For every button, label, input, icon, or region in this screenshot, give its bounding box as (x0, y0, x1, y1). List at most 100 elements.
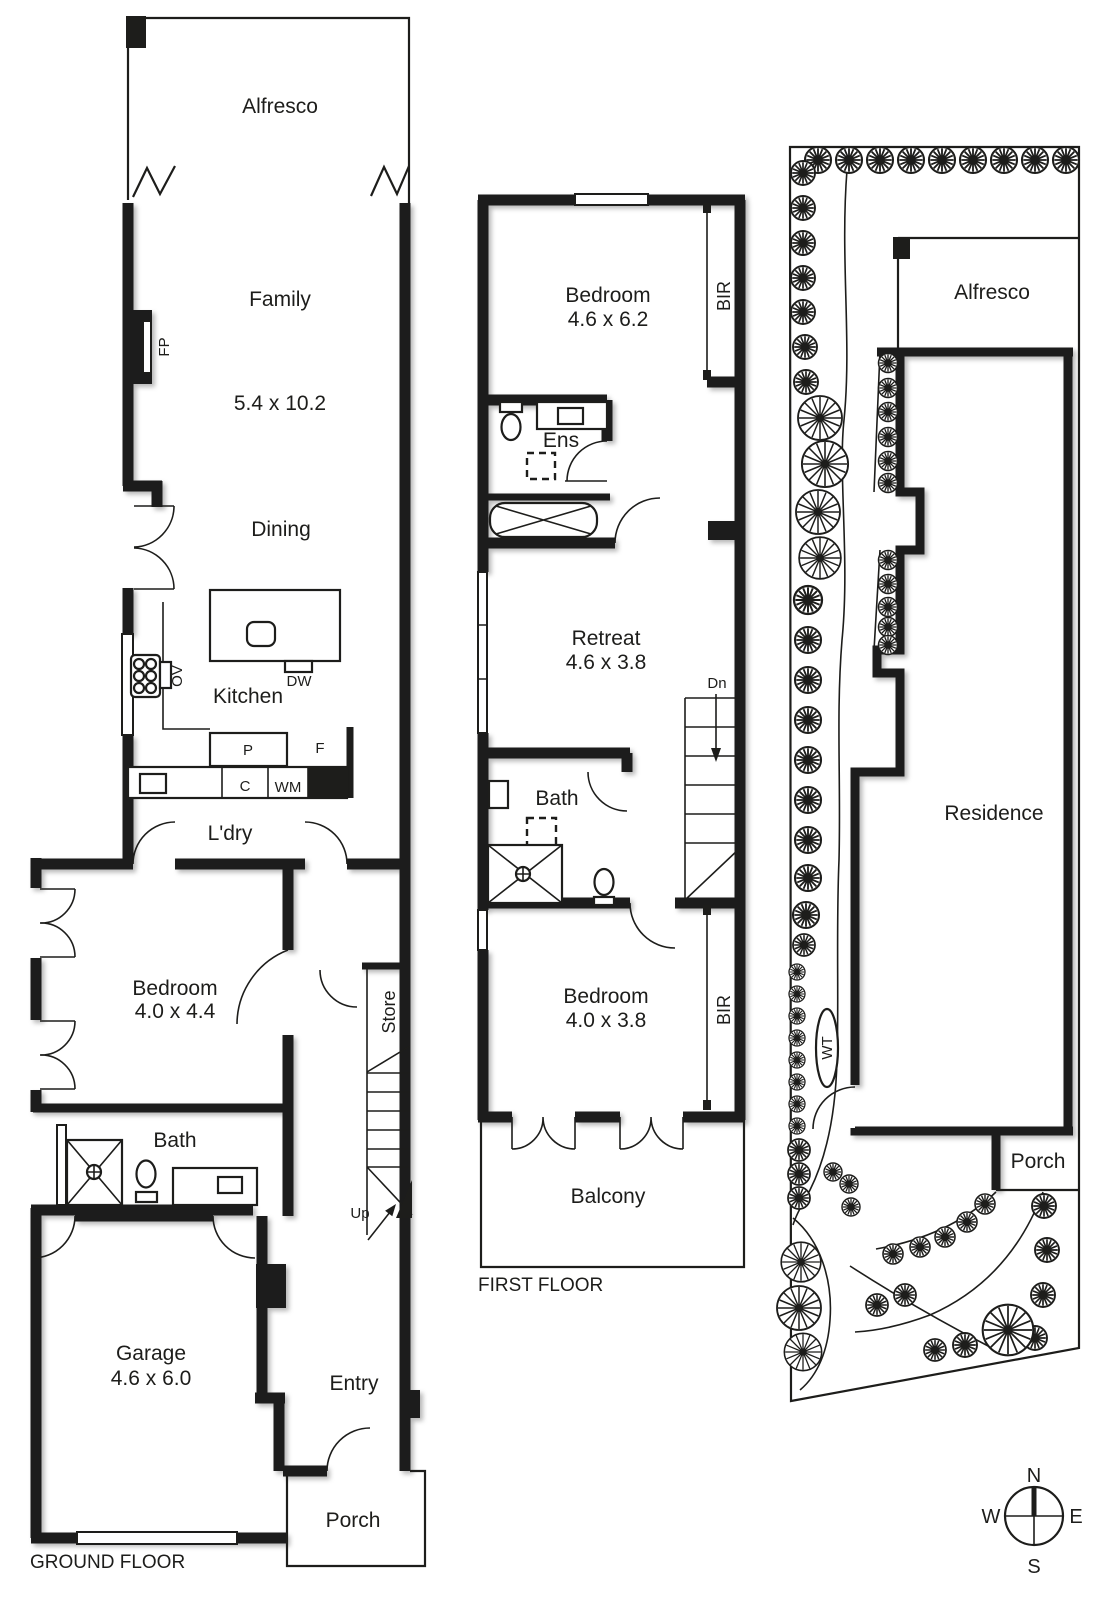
room-label-store: Store (379, 990, 399, 1033)
room-label-kitchen: Kitchen (213, 685, 283, 708)
label-pantry: P (243, 742, 253, 759)
water-tank (814, 1007, 840, 1089)
dim-label-bedroom1: 4.6 x 6.2 (568, 308, 649, 331)
room-label-porch: Porch (326, 1509, 381, 1532)
room-label-bath: Bath (153, 1129, 196, 1152)
french-doors (511, 1116, 576, 1150)
dim-label-bedroom2: 4.0 x 3.8 (566, 1009, 647, 1032)
door-swing (565, 440, 608, 482)
dim-label-garage: 4.6 x 6.0 (111, 1367, 192, 1390)
garden-bed-edge (792, 1217, 832, 1391)
compass-north: N (1027, 1465, 1041, 1487)
dim-label-family: 5.4 x 10.2 (234, 392, 326, 415)
room-label-alfresco: Alfresco (242, 95, 318, 118)
label-bir2: BIR (714, 995, 734, 1025)
room-label-retreat: Retreat (572, 627, 641, 650)
door-swing (236, 949, 289, 1025)
door-swing (132, 821, 348, 865)
plan-title-ground-floor: GROUND FLOOR (30, 1552, 185, 1573)
french-doors (39, 1020, 76, 1090)
room-label-ff-bath: Bath (535, 787, 578, 810)
shower (525, 451, 557, 481)
window (56, 1124, 67, 1206)
label-oven: OV (169, 665, 186, 687)
compass-icon: N W E S (982, 1465, 1083, 1578)
pier (256, 1264, 286, 1308)
door-swing (614, 497, 661, 544)
french-doors (39, 888, 76, 958)
room-label-entry: Entry (329, 1372, 379, 1395)
door-swing (133, 505, 175, 590)
window (477, 571, 488, 734)
garden-bed-edge (854, 1191, 1044, 1333)
garage-door (76, 1531, 238, 1545)
site-label-alfresco: Alfresco (954, 281, 1030, 304)
dim-label-bedroom: 4.0 x 4.4 (135, 1000, 216, 1023)
dim-label-retreat: 4.6 x 3.8 (566, 651, 647, 674)
compass-east: E (1069, 1506, 1082, 1528)
oven (158, 660, 173, 690)
shower-recess (525, 816, 558, 848)
label-washing-machine: WM (275, 779, 302, 796)
site-label-residence: Residence (944, 802, 1043, 825)
pantry-cupboard (208, 731, 289, 768)
room-label-family: Family (249, 288, 311, 311)
room-label-garage: Garage (116, 1342, 186, 1365)
door-swing (812, 1086, 856, 1130)
gf-walls (30, 203, 420, 1544)
toilet (134, 1190, 159, 1204)
gf-bath-fixtures (65, 1138, 259, 1207)
vanity (171, 1166, 259, 1207)
label-dishwasher: DW (287, 673, 313, 690)
balcony-rail (479, 1120, 746, 1269)
sink (245, 620, 277, 648)
pier (708, 521, 740, 540)
pier (400, 1390, 420, 1418)
door-swing (32, 1215, 256, 1259)
room-label-bedroom2: Bedroom (563, 985, 648, 1008)
garden-bed-edge (873, 351, 881, 651)
french-doors (619, 1116, 684, 1150)
trees (776, 145, 1081, 1372)
site-boundary (788, 145, 1081, 1403)
stairs-down (684, 694, 741, 902)
label-water-tank: WT (819, 1036, 836, 1059)
basin (556, 406, 585, 426)
toilet (498, 400, 524, 414)
stairs-up (366, 966, 413, 1241)
fireplace-opening (142, 320, 152, 374)
break-line-icon (132, 165, 176, 198)
label-fridge: F (315, 740, 324, 757)
room-label-ens: Ens (543, 429, 579, 452)
garden-path (792, 169, 848, 1226)
up-arrow-icon (385, 1204, 396, 1217)
label-dn: Dn (707, 675, 726, 692)
kitchen-bench (162, 602, 210, 730)
label-cupboard: C (240, 778, 251, 795)
first-floor-plan: Bedroom 4.6 x 6.2 BIR Ens Retreat 4.6 x … (477, 193, 746, 1296)
ground-floor-plan: Alfresco Family 5.4 x 10.2 FP Dining Kit… (30, 16, 427, 1573)
compass-south: S (1027, 1556, 1040, 1578)
door-swing (629, 902, 676, 949)
pier (126, 16, 146, 48)
break-line-icon (369, 164, 411, 197)
pier (893, 237, 910, 259)
room-label-bedroom1: Bedroom (565, 284, 650, 307)
plan-title-first-floor: FIRST FLOOR (478, 1275, 603, 1296)
ff-bath-fixtures (486, 771, 676, 949)
window (574, 193, 649, 206)
door-swing (319, 969, 358, 1008)
door-leaf (134, 505, 174, 590)
toilet (593, 867, 615, 897)
room-label-balcony: Balcony (571, 1185, 646, 1208)
down-arrow-icon (711, 748, 721, 762)
trough (138, 772, 168, 795)
ensuite-fixtures (488, 400, 609, 539)
door-swing (587, 771, 628, 812)
door-swing (326, 1427, 371, 1472)
room-label-laundry: L'dry (208, 822, 253, 845)
site-label-porch: Porch (1011, 1150, 1066, 1173)
room-label-bedroom: Bedroom (132, 977, 217, 1000)
